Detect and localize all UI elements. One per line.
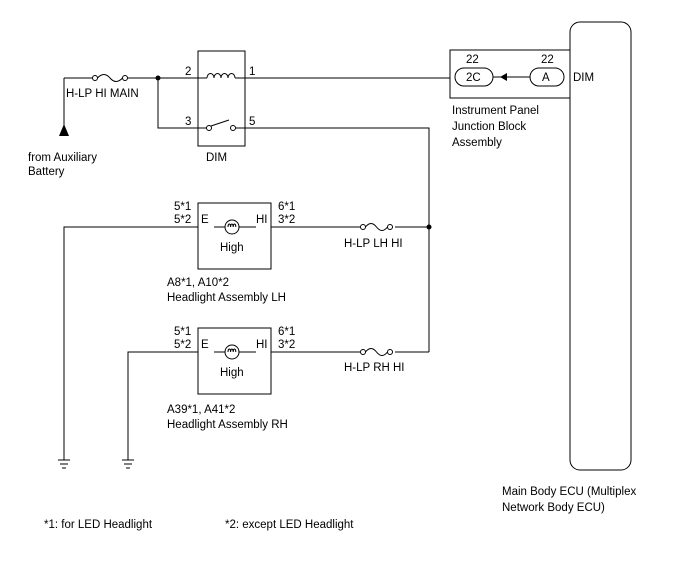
jb-name-2: Junction Block: [452, 121, 526, 133]
fuse-main-label: H-LP HI MAIN: [66, 88, 139, 100]
rh-lamp-label: High: [220, 367, 244, 379]
fuse-h-lp-hi-main: [92, 74, 128, 82]
relay-pin-5: 5: [249, 116, 255, 128]
rh-term-e: E: [201, 339, 209, 351]
rh-fuse-label: H-LP RH HI: [344, 362, 405, 374]
fuse-h-lp-rh-hi: [360, 348, 393, 356]
rh-pin-e-2: 5*2: [174, 339, 191, 351]
junction-block: [449, 49, 571, 99]
ground-icon: [122, 459, 134, 469]
lh-term-hi: HI: [256, 214, 268, 226]
lh-pin-hi-1: 6*1: [278, 201, 295, 213]
relay-label: DIM: [206, 152, 227, 164]
main-body-ecu: [569, 21, 632, 471]
relay-pin-3: 3: [185, 116, 191, 128]
jb-connector-left: 2C: [466, 72, 481, 84]
footnote-1: *1: for LED Headlight: [44, 519, 153, 531]
source-label-1: from Auxiliary: [28, 152, 97, 164]
ecu-name-2: Network Body ECU): [502, 502, 605, 514]
rh-name: Headlight Assembly RH: [167, 419, 288, 431]
lh-pin-e-2: 5*2: [174, 214, 191, 226]
rh-pin-hi-2: 3*2: [278, 339, 295, 351]
lh-code: A8*1, A10*2: [167, 277, 229, 289]
rh-code: A39*1, A41*2: [167, 404, 235, 416]
rh-pin-e-1: 5*1: [174, 326, 191, 338]
jb-name-3: Assembly: [452, 137, 502, 149]
jb-name-1: Instrument Panel: [452, 105, 539, 117]
ground-icon: [58, 459, 70, 469]
lh-term-e: E: [201, 214, 209, 226]
jb-connector-right: A: [542, 72, 550, 84]
rh-pin-hi-1: 6*1: [278, 326, 295, 338]
battery-source: [59, 77, 92, 136]
footnote-2: *2: except LED Headlight: [225, 519, 354, 531]
lh-fuse-label: H-LP LH HI: [344, 238, 403, 250]
headlight-lh: [63, 202, 429, 460]
jb-pin-left: 22: [466, 54, 479, 66]
lh-pin-e-1: 5*1: [174, 201, 191, 213]
lh-pin-hi-2: 3*2: [278, 214, 295, 226]
dim-relay: [197, 50, 246, 147]
relay-pin-1: 1: [249, 66, 255, 78]
ecu-pin-label: DIM: [573, 72, 594, 84]
ecu-name-1: Main Body ECU (Multiplex: [502, 486, 636, 498]
fuse-h-lp-lh-hi: [360, 223, 393, 231]
lh-lamp-label: High: [220, 242, 244, 254]
lh-name: Headlight Assembly LH: [167, 292, 286, 304]
headlight-rh: [127, 327, 429, 460]
rh-term-hi: HI: [256, 339, 268, 351]
source-label-2: Battery: [28, 166, 65, 178]
jb-pin-right: 22: [541, 54, 554, 66]
relay-pin-2: 2: [185, 66, 191, 78]
